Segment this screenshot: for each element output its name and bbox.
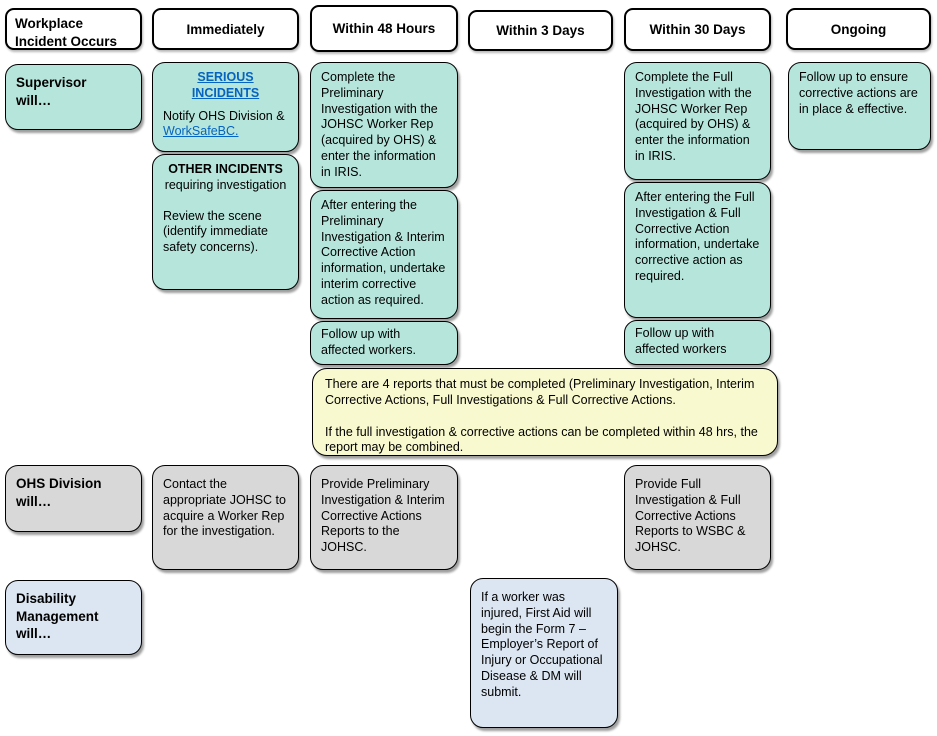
box-contact-johsc: Contact the appropriate JOHSC to acquire… [152, 465, 299, 570]
box-text: Follow up with affected workers. [321, 327, 416, 357]
row-label-ohs-division: OHS Division will… [5, 465, 142, 532]
other-incidents-body: Review the scene (identify immediate saf… [163, 208, 268, 255]
header-within-48-hours: Within 48 Hours [310, 5, 458, 52]
box-text: If a worker was injured, First Aid will … [481, 590, 603, 699]
box-follow-up-48: Follow up with affected workers. [310, 321, 458, 365]
box-text: After entering the Preliminary Investiga… [321, 198, 446, 307]
box-text: Provide Full Investigation & Full Correc… [635, 477, 746, 554]
box-text: Complete the Preliminary Investigation w… [321, 70, 438, 179]
box-complete-preliminary-investigation: Complete the Preliminary Investigation w… [310, 62, 458, 188]
box-text: Provide Preliminary Investigation & Inte… [321, 477, 445, 554]
box-after-preliminary-investigation: After entering the Preliminary Investiga… [310, 190, 458, 319]
box-text: Complete the Full Investigation with the… [635, 70, 752, 163]
header-ongoing: Ongoing [786, 8, 931, 50]
row-label-supervisor: Supervisor will… [5, 64, 142, 130]
box-text: Follow up with affected workers [635, 326, 727, 356]
box-complete-full-investigation: Complete the Full Investigation with the… [624, 62, 771, 180]
box-follow-up-ongoing: Follow up to ensure corrective actions a… [788, 62, 931, 150]
box-after-full-investigation: After entering the Full Investigation & … [624, 182, 771, 318]
header-within-3-days: Within 3 Days [468, 10, 613, 51]
notify-ohs-text: Notify OHS Division & [163, 108, 285, 123]
box-provide-preliminary-reports: Provide Preliminary Investigation & Inte… [310, 465, 458, 570]
box-provide-full-reports: Provide Full Investigation & Full Correc… [624, 465, 771, 570]
box-other-incidents: OTHER INCIDENTS requiring investigation … [152, 154, 299, 290]
serious-incidents-link[interactable]: SERIOUS INCIDENTS [191, 70, 260, 100]
box-text: Follow up to ensure corrective actions a… [799, 70, 918, 116]
worksafebc-link[interactable]: WorkSafeBC. [163, 124, 239, 139]
note-paragraph-1: There are 4 reports that must be complet… [325, 377, 755, 407]
box-follow-up-30: Follow up with affected workers [624, 320, 771, 365]
row-label-disability-management: Disability Management will… [5, 580, 142, 655]
header-immediately: Immediately [152, 8, 299, 50]
serious-incidents-text: Notify OHS Division & WorkSafeBC. [163, 109, 288, 141]
other-incidents-title: OTHER INCIDENTS [168, 162, 283, 176]
box-text: After entering the Full Investigation & … [635, 190, 760, 283]
box-form7-first-aid: If a worker was injured, First Aid will … [470, 578, 618, 728]
header-within-30-days: Within 30 Days [624, 8, 771, 51]
note-four-reports: There are 4 reports that must be complet… [312, 368, 778, 456]
note-paragraph-2: If the full investigation & corrective a… [325, 424, 758, 455]
header-workplace-incident: Workplace Incident Occurs [5, 8, 142, 50]
box-text: Contact the appropriate JOHSC to acquire… [163, 477, 286, 539]
other-incidents-subtitle: requiring investigation [164, 177, 287, 192]
box-serious-incidents: SERIOUS INCIDENTS Notify OHS Division & … [152, 62, 299, 152]
